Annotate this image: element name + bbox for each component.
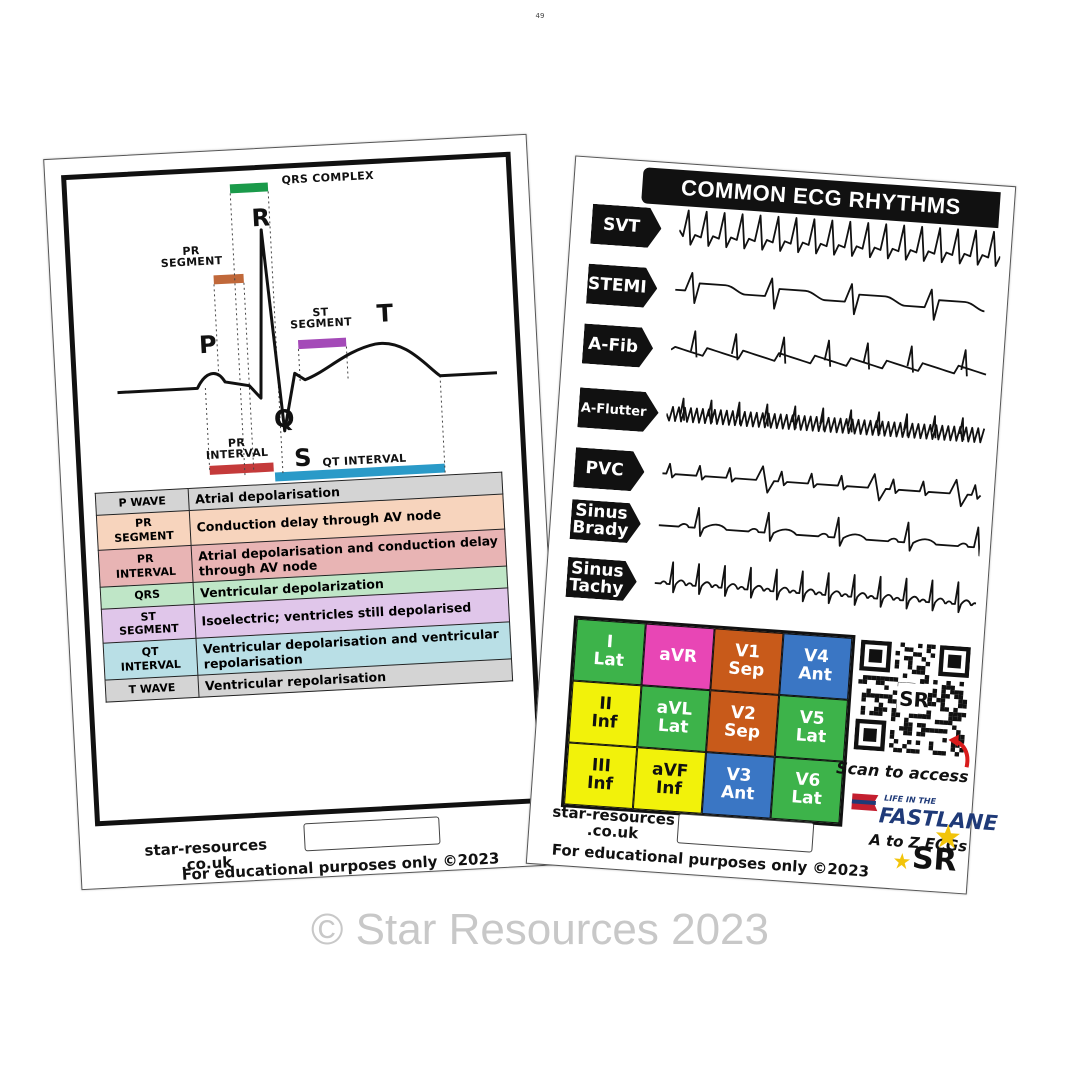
- star-icon: [894, 852, 911, 870]
- arrow-icon: [948, 734, 970, 768]
- ecg-waveform-card: QRS COMPLEX PR SEGMENT R P Q S T ST SEGM…: [43, 133, 565, 891]
- lead-region: Ant: [720, 782, 756, 805]
- definition-term: PR SEGMENT: [96, 510, 192, 550]
- definition-term: PR INTERVAL: [98, 544, 194, 587]
- qr-code[interactable]: SR: [853, 639, 971, 757]
- label-st-segment: ST SEGMENT: [289, 305, 353, 332]
- rhythm-row: A-Fib: [582, 318, 994, 396]
- ecg-trace: [117, 228, 498, 433]
- lead-region: Lat: [592, 648, 625, 672]
- rhythm-strip: [662, 462, 982, 508]
- lead-region: Inf: [590, 710, 618, 733]
- rhythm-strip: [678, 209, 1002, 267]
- page-number: 49: [535, 12, 545, 20]
- rhythm-strip: [665, 397, 986, 444]
- rhythm-row: SVT: [590, 198, 1002, 276]
- rhythm-label-tag: Sinus Tachy: [565, 557, 638, 602]
- definition-term: ST SEGMENT: [101, 603, 196, 644]
- diagram-frame: QRS COMPLEX PR SEGMENT R P Q S T ST SEGM…: [61, 151, 545, 827]
- ecg-waveform-diagram: [117, 182, 498, 482]
- rhythm-label-tag: PVC: [573, 447, 646, 492]
- qrs-complex-bar: [229, 182, 269, 194]
- label-pr-interval: PR INTERVAL: [205, 435, 269, 463]
- rhythm-trace: [675, 272, 985, 321]
- rhythm-label-tag: A-Fib: [582, 324, 655, 369]
- qt-interval-bar: [274, 463, 446, 482]
- lead-region: Inf: [586, 772, 614, 795]
- star-resources-logo: SR: [894, 824, 960, 879]
- label-s-wave: S: [293, 443, 313, 473]
- rhythm-strip: [654, 561, 978, 615]
- svg-text:SR: SR: [898, 686, 929, 712]
- rhythm-trace: [662, 462, 982, 508]
- site-url: star-resources .co.uk: [551, 802, 676, 843]
- rhythm-label-tag: A-Flutter: [577, 387, 660, 432]
- label-pr-segment: PR SEGMENT: [160, 244, 223, 271]
- flag-icon: [851, 793, 879, 812]
- rhythm-row: Sinus Brady: [569, 493, 982, 571]
- label-r-wave: R: [250, 203, 271, 233]
- logo-text: SR: [911, 841, 958, 879]
- lead-region: Ant: [797, 663, 833, 686]
- label-p-wave: P: [198, 330, 218, 360]
- rhythm-strip: [670, 330, 987, 377]
- rhythm-trace: [670, 330, 987, 377]
- lead-region: Sep: [727, 658, 765, 681]
- rhythm-row: Sinus Tachy: [565, 551, 978, 629]
- definition-term: T WAVE: [105, 675, 200, 703]
- rhythm-row: A-Flutter: [577, 381, 989, 459]
- rhythm-strip: [675, 272, 985, 321]
- watermark: © Star Resources 2023: [311, 905, 769, 954]
- rhythm-trace: [678, 209, 1002, 267]
- qr-code-image: SR: [853, 639, 971, 757]
- rhythm-label-tag: SVT: [590, 204, 663, 249]
- disclaimer: For educational purposes only ©2023: [551, 840, 870, 881]
- rhythm-trace: [658, 507, 982, 557]
- rhythm-label-tag: Sinus Brady: [570, 499, 643, 544]
- st-segment-bar: [297, 337, 347, 350]
- rhythm-row: PVC: [573, 441, 985, 519]
- lead-cell: aVR: [641, 623, 715, 691]
- pr-interval-bar: [209, 462, 274, 475]
- lead-region: Sep: [723, 720, 761, 743]
- lead-region: Lat: [657, 715, 690, 738]
- rhythm-label-tag: STEMI: [586, 264, 659, 309]
- lead-name: aVR: [658, 644, 698, 668]
- label-t-wave: T: [376, 299, 394, 328]
- label-q-wave: Q: [273, 404, 296, 434]
- rhythm-trace: [654, 561, 978, 615]
- rhythm-row: STEMI: [586, 258, 998, 336]
- lead-region: Lat: [790, 787, 823, 810]
- definition-term: QT INTERVAL: [103, 638, 198, 681]
- star-icon: [935, 824, 960, 849]
- lead-region: Lat: [794, 725, 827, 748]
- rhythm-strip: [658, 507, 982, 557]
- rhythm-trace: [665, 397, 986, 444]
- pr-segment-bar: [213, 273, 244, 285]
- lead-region: Inf: [655, 777, 683, 800]
- name-input-box[interactable]: [303, 816, 441, 852]
